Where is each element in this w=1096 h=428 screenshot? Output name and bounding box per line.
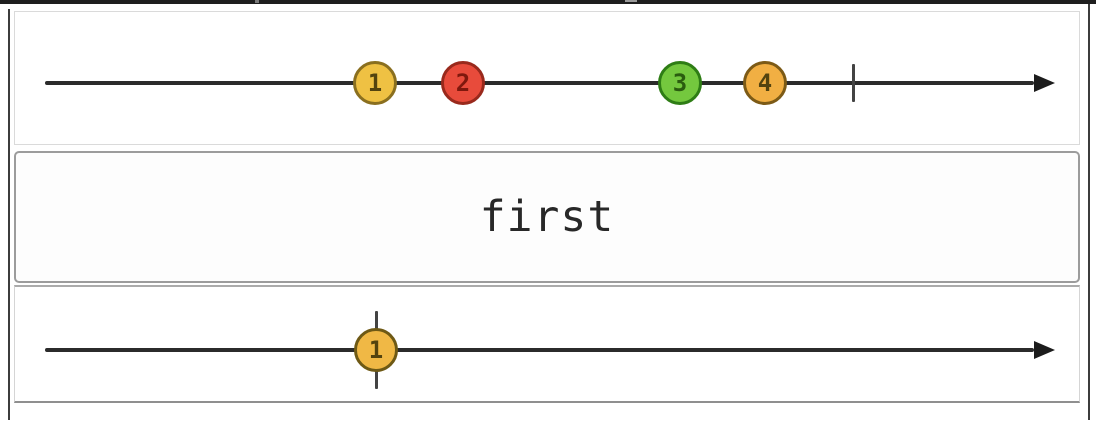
marble-2: 2 bbox=[441, 61, 485, 105]
result-timeline-panel bbox=[14, 285, 1080, 403]
marble-value: 1 bbox=[368, 336, 384, 364]
marble-4: 4 bbox=[743, 61, 787, 105]
marble-value: 4 bbox=[757, 69, 773, 97]
frame-border-right bbox=[1088, 4, 1090, 420]
frame-border-left bbox=[8, 9, 10, 420]
marble-3: 3 bbox=[658, 61, 702, 105]
cropped-caption-artifact bbox=[255, 0, 259, 3]
marble-value: 1 bbox=[367, 69, 383, 97]
cropped-caption-artifact bbox=[625, 0, 637, 2]
operator-box: first bbox=[14, 151, 1080, 283]
marble-1: 1 bbox=[353, 61, 397, 105]
arrow-right-icon bbox=[1034, 341, 1055, 359]
arrow-right-icon bbox=[1034, 74, 1055, 92]
timeline-result-line bbox=[45, 348, 1034, 352]
timeline-source-line bbox=[45, 81, 1034, 85]
marble-value: 2 bbox=[455, 69, 471, 97]
marble-value: 3 bbox=[672, 69, 688, 97]
frame-border-bottom bbox=[0, 0, 1096, 4]
source-timeline-panel bbox=[14, 11, 1080, 145]
complete-tick bbox=[851, 64, 855, 102]
marble-1: 1 bbox=[354, 328, 398, 372]
operator-label: first bbox=[479, 192, 615, 242]
